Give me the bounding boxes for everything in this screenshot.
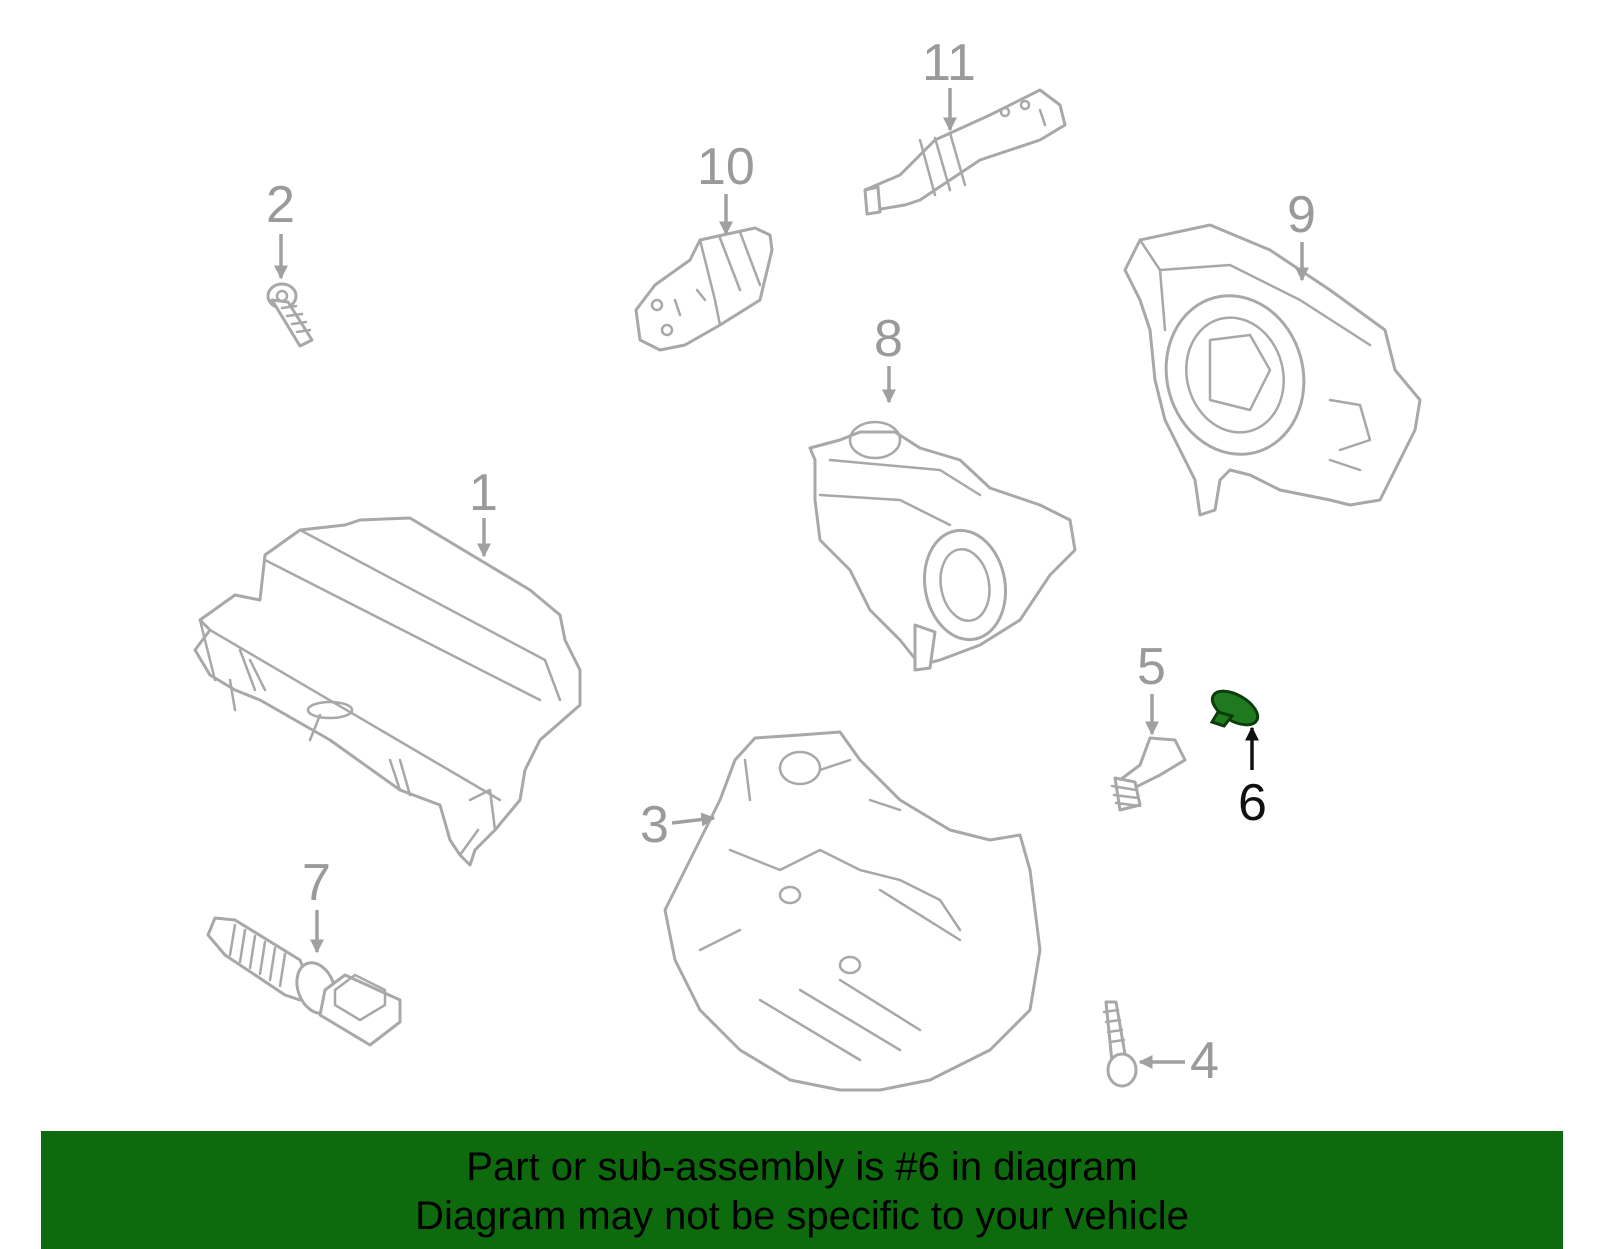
callout-label: 3 <box>640 796 669 854</box>
callout-label: 6 <box>1238 774 1267 832</box>
callout-label: 2 <box>266 176 295 234</box>
callout-6: 6 <box>1238 726 1267 832</box>
part-2-bolt[interactable] <box>266 282 314 348</box>
callout-label: 11 <box>922 34 976 92</box>
callout-10: 10 <box>697 138 755 236</box>
callout-label: 7 <box>302 854 331 912</box>
part-1-airbag-module[interactable] <box>193 516 582 867</box>
callout-label: 9 <box>1287 186 1316 244</box>
part-9-switch-body[interactable] <box>1123 223 1422 517</box>
callout-8: 8 <box>874 310 903 404</box>
callout-11: 11 <box>922 34 976 132</box>
part-6-clip[interactable] <box>1207 684 1263 732</box>
callout-label: 4 <box>1190 1032 1219 1090</box>
part-8-switch-housing[interactable] <box>808 420 1077 672</box>
part-5-fastener[interactable] <box>1110 736 1187 812</box>
part-11-lever-switch[interactable] <box>863 88 1067 216</box>
part-3-column-shroud[interactable] <box>663 730 1042 1092</box>
callout-label: 5 <box>1137 638 1166 696</box>
part-4-screw[interactable] <box>1102 1000 1138 1088</box>
callout-7: 7 <box>302 854 331 954</box>
banner-line-2: Diagram may not be specific to your vehi… <box>415 1194 1189 1238</box>
callout-label: 8 <box>874 310 903 368</box>
callout-label: 1 <box>469 464 498 522</box>
part-7-lock-cylinder-key[interactable] <box>206 916 402 1047</box>
callout-1: 1 <box>469 464 498 558</box>
callout-3: 3 <box>640 796 716 854</box>
info-banner: Part or sub-assembly is #6 in diagram Di… <box>41 1131 1563 1249</box>
banner-line-1: Part or sub-assembly is #6 in diagram <box>466 1145 1138 1189</box>
callout-5: 5 <box>1137 638 1166 736</box>
callout-2: 2 <box>266 176 295 280</box>
callout-9: 9 <box>1287 186 1316 282</box>
callout-4: 4 <box>1138 1032 1219 1090</box>
part-10-switch[interactable] <box>634 226 774 352</box>
callout-label: 10 <box>697 138 755 196</box>
